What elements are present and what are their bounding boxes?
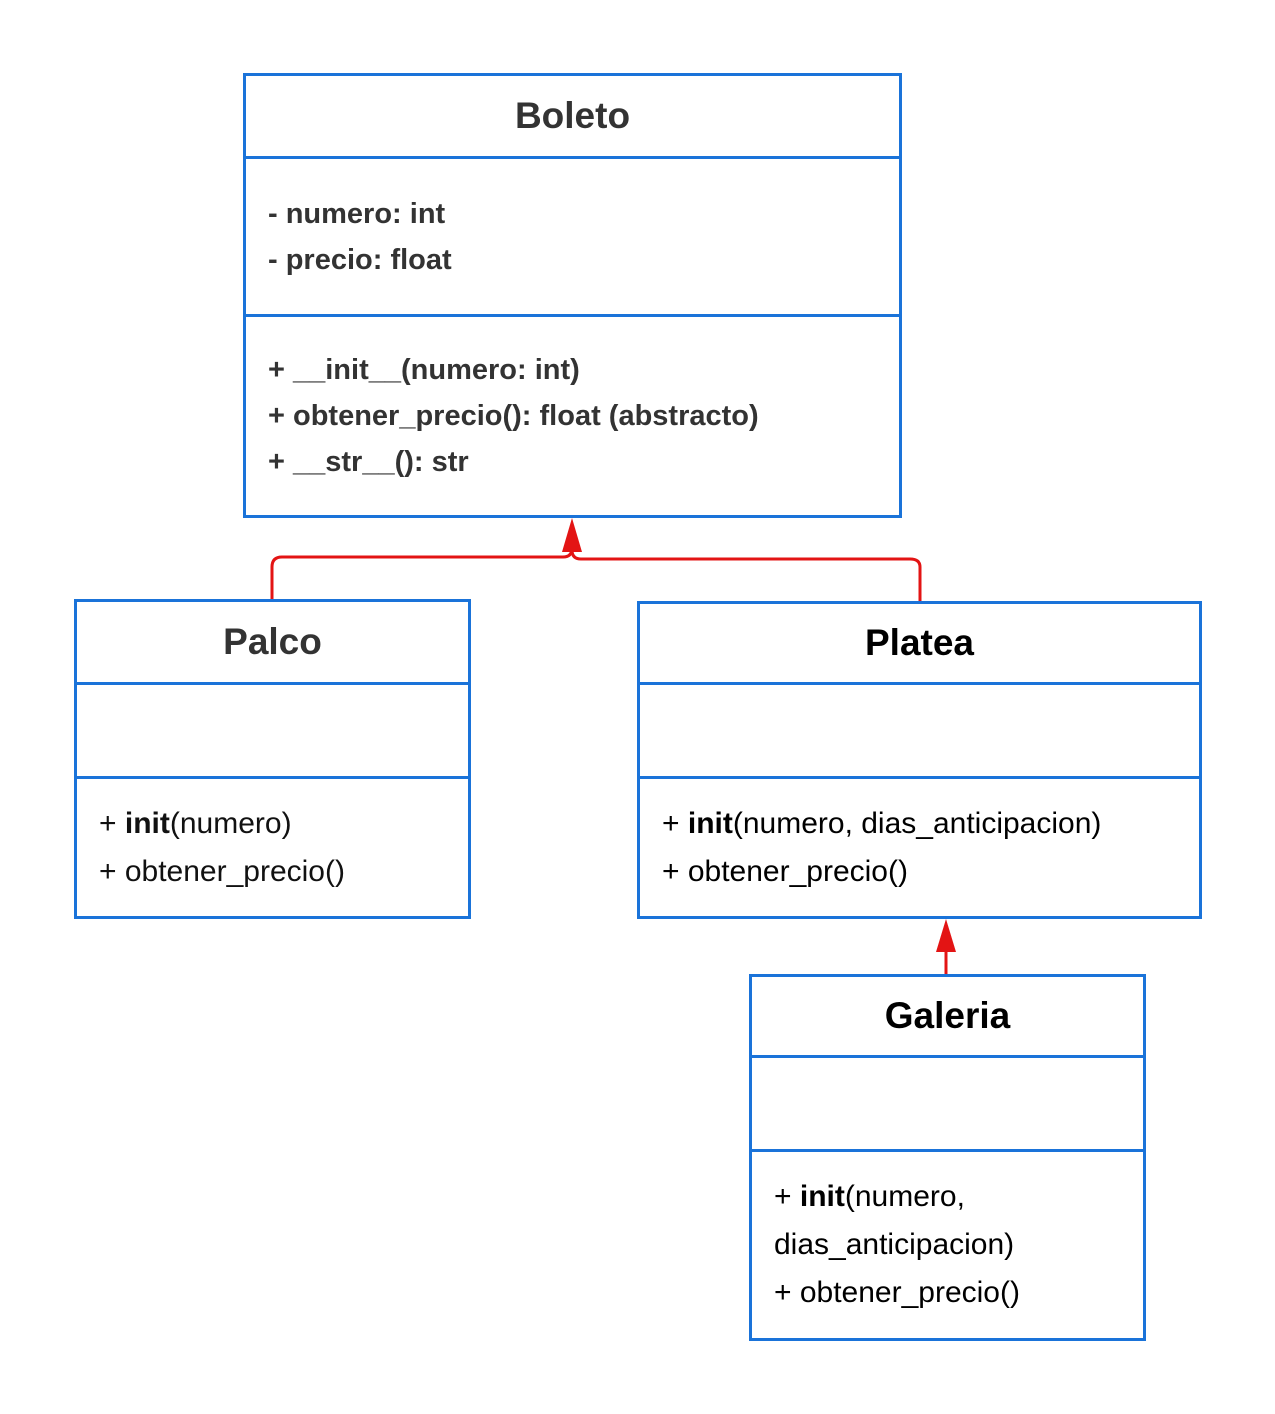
methods-compartment: + init(numero) + obtener_precio() [77, 779, 468, 916]
method-prefix: + obtener_precio() [99, 854, 345, 888]
method-name: init [124, 806, 170, 840]
methods-compartment: + init(numero, dias_anticipacion) + obte… [752, 1152, 1143, 1338]
method-params: dias_anticipacion) [774, 1228, 1015, 1261]
method-name: init [687, 806, 733, 840]
method-prefix: + obtener_precio() [662, 854, 908, 888]
platea-to-boleto-arrow [570, 549, 922, 601]
class-name: Boleto [246, 76, 899, 159]
method: + obtener_precio() [774, 1269, 1143, 1317]
class-name: Platea [640, 604, 1199, 685]
class-boleto: Boleto - numero: int - precio: float + _… [243, 73, 902, 518]
method: + init(numero) [99, 800, 468, 848]
methods-compartment: + init(numero, dias_anticipacion) + obte… [640, 779, 1199, 916]
boleto-arrowhead [562, 518, 582, 552]
method: + obtener_precio(): float (abstracto) [268, 400, 759, 432]
method-prefix: + [99, 806, 125, 840]
method-prefix: + [662, 806, 688, 840]
method-params: (numero, [844, 1180, 965, 1213]
class-palco: Palco + init(numero) + obtener_precio() [74, 599, 471, 919]
method-prefix: + [774, 1180, 800, 1213]
method-prefix: + obtener_precio() [774, 1276, 1020, 1309]
palco-to-boleto-arrow [270, 535, 574, 599]
attribute: - precio: float [268, 243, 452, 276]
method: + init(numero, dias_anticipacion) [662, 800, 1199, 848]
attribute: - numero: int [268, 197, 446, 230]
method: + __init__(numero: int) [268, 354, 580, 386]
platea-arrowhead [936, 919, 956, 952]
attributes-compartment [640, 685, 1199, 779]
class-name: Palco [77, 602, 468, 685]
method-name: init [799, 1180, 845, 1213]
class-galeria: Galeria + init(numero, dias_anticipacion… [749, 974, 1146, 1341]
attributes-compartment [752, 1058, 1143, 1152]
attributes-compartment: - numero: int - precio: float [246, 159, 899, 317]
method: + __str__(): str [268, 446, 469, 478]
method-continuation: dias_anticipacion) [774, 1221, 1143, 1269]
method: + obtener_precio() [662, 848, 1199, 896]
methods-compartment: + __init__(numero: int) + obtener_precio… [246, 317, 899, 515]
method-params: (numero, dias_anticipacion) [732, 806, 1102, 840]
attributes-compartment [77, 685, 468, 779]
class-platea: Platea + init(numero, dias_anticipacion)… [637, 601, 1202, 919]
method-params: (numero) [169, 806, 292, 840]
method: + obtener_precio() [99, 848, 468, 896]
method: + init(numero, [774, 1173, 1143, 1221]
class-name: Galeria [752, 977, 1143, 1058]
